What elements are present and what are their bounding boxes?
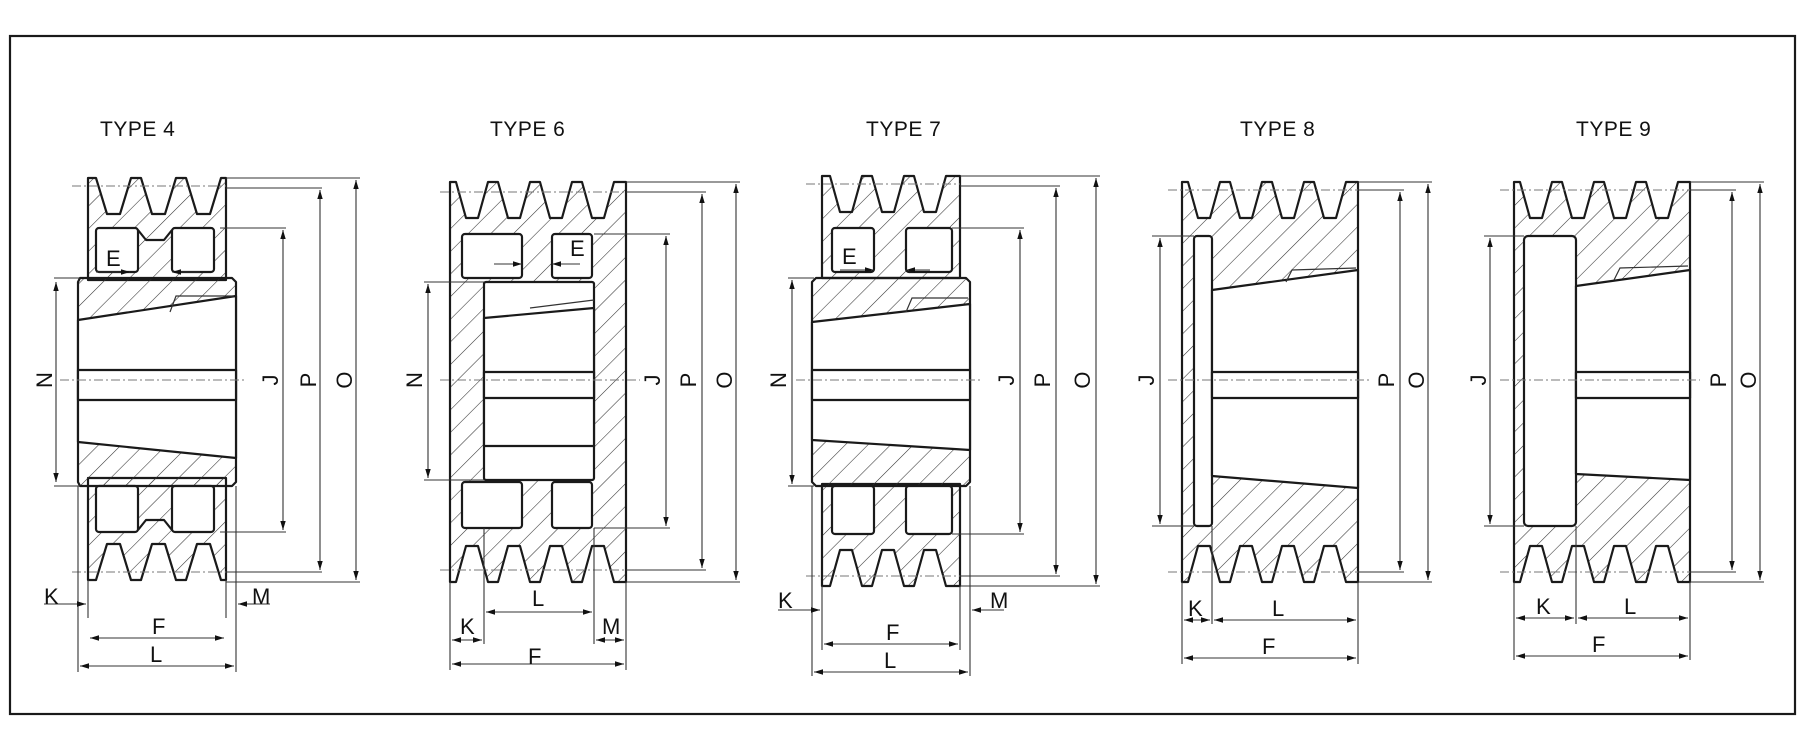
- type8-label-L: L: [1272, 596, 1284, 621]
- type9-label-P: P: [1706, 373, 1731, 388]
- type6-label-O: O: [712, 371, 737, 388]
- type4-label-O: O: [332, 371, 357, 388]
- type9-label-L: L: [1624, 594, 1636, 619]
- type4-label-L: L: [150, 642, 162, 667]
- type7-label-M: M: [990, 588, 1008, 613]
- type7-label-L: L: [884, 648, 896, 673]
- type6-drawing: TYPE 6 E L K M: [402, 118, 740, 670]
- type6-label-P: P: [676, 373, 701, 388]
- type4-label-P: P: [296, 373, 321, 388]
- type9-title: TYPE 9: [1576, 118, 1651, 141]
- type8-label-O: O: [1404, 371, 1429, 388]
- type7-label-J: J: [994, 375, 1019, 386]
- type6-label-J: J: [640, 375, 665, 386]
- type6-label-N: N: [402, 372, 427, 388]
- type4-label-F: F: [152, 614, 165, 639]
- type9-drawing: TYPE 9 K L F J P O: [1466, 118, 1764, 660]
- type4-label-J: J: [258, 375, 283, 386]
- type7-drawing: TYPE 7 E F L: [766, 118, 1100, 676]
- type8-title: TYPE 8: [1240, 118, 1315, 141]
- type9-label-J: J: [1466, 375, 1491, 386]
- drawing-frame: [8, 34, 1797, 716]
- type6-label-F: F: [528, 644, 541, 669]
- type7-label-N: N: [766, 372, 791, 388]
- type4-label-E: E: [106, 246, 121, 271]
- type8-drawing: TYPE 8 K L F J P O: [1134, 118, 1432, 664]
- type7-title: TYPE 7: [866, 118, 941, 141]
- type8-label-P: P: [1374, 373, 1399, 388]
- type6-label-M: M: [602, 614, 620, 639]
- type6-title: TYPE 6: [490, 118, 565, 141]
- type9-label-F: F: [1592, 632, 1605, 657]
- type6-label-E: E: [570, 236, 585, 261]
- type4-label-K: K: [44, 584, 59, 609]
- type8-label-J: J: [1134, 375, 1159, 386]
- type7-label-O: O: [1070, 371, 1095, 388]
- type8-label-F: F: [1262, 634, 1275, 659]
- type9-label-O: O: [1736, 371, 1761, 388]
- type8-label-K: K: [1188, 596, 1203, 621]
- type7-label-K: K: [778, 588, 793, 613]
- type7-label-E: E: [842, 244, 857, 269]
- type6-label-K: K: [460, 614, 475, 639]
- type7-label-P: P: [1030, 373, 1055, 388]
- type6-label-L: L: [532, 586, 544, 611]
- type4-drawing: TYPE 4: [32, 118, 360, 672]
- type4-label-M: M: [252, 584, 270, 609]
- type7-label-F: F: [886, 620, 899, 645]
- type4-label-N: N: [32, 372, 57, 388]
- type9-label-K: K: [1536, 594, 1551, 619]
- type4-title: TYPE 4: [100, 118, 175, 141]
